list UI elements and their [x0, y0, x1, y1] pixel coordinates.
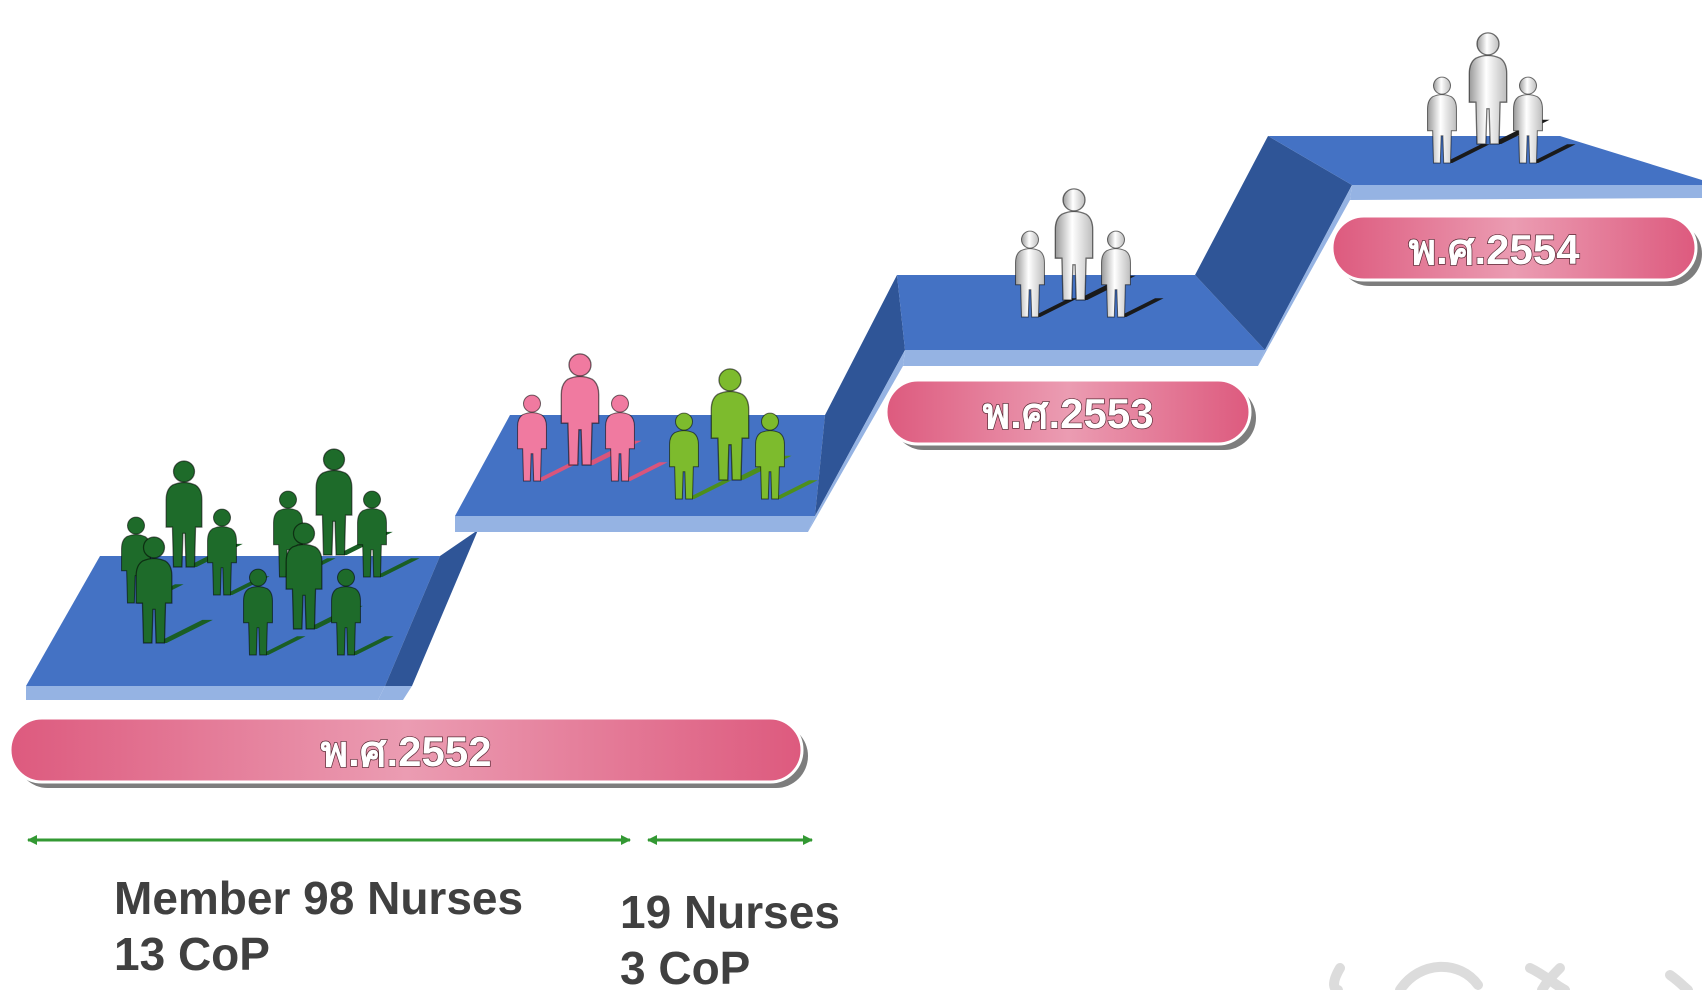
- platform-step-3-front: [903, 350, 1265, 366]
- person-2552-6: [315, 448, 393, 556]
- riser-1-edge: [378, 686, 412, 700]
- decorative-watermark: [1329, 961, 1693, 990]
- person-2555-3: [1513, 76, 1576, 164]
- year-label-2554: พ.ศ.2554: [1408, 226, 1580, 273]
- person-2554-3: [1101, 230, 1164, 318]
- platform-step-4: [1268, 136, 1702, 185]
- platform-step-1-front: [26, 686, 385, 700]
- person-2552-10: [331, 568, 394, 656]
- person-2552-4: [135, 536, 213, 644]
- person-2555-1: [1427, 76, 1490, 164]
- year-banner-2552: พ.ศ.2552: [8, 716, 808, 788]
- staircase: [26, 136, 1702, 700]
- person-2552-8: [243, 568, 306, 656]
- platform-step-4-front: [1350, 185, 1702, 200]
- stats-2553: 19 Nurses 3 CoP: [620, 884, 840, 996]
- person-2553-pink-3: [605, 394, 668, 482]
- stats-2553-cop: 3 CoP: [620, 942, 751, 994]
- year-banner-2554: พ.ศ.2554: [1330, 214, 1702, 286]
- person-2553-green-3: [755, 412, 818, 500]
- year-banner-2553: พ.ศ.2553: [884, 378, 1256, 450]
- stats-2552-members: Member 98 Nurses: [114, 872, 524, 924]
- person-2554-1: [1015, 230, 1078, 318]
- year-label-2553: พ.ศ.2553: [982, 390, 1153, 437]
- riser-1: [385, 530, 478, 686]
- stats-2552-cop: 13 CoP: [114, 928, 270, 980]
- riser-2: [815, 275, 905, 516]
- platform-step-2-front: [455, 516, 815, 532]
- riser-2-edge: [808, 350, 905, 532]
- platform-step-3: [897, 275, 1265, 350]
- person-2553-pink-1: [517, 394, 580, 482]
- riser-3-edge: [1258, 185, 1352, 366]
- riser-3: [1195, 136, 1352, 350]
- person-2553-green-1: [669, 412, 732, 500]
- people-figures: [121, 32, 1576, 656]
- person-2552-7: [357, 490, 420, 578]
- stats-2553-members: 19 Nurses: [620, 886, 840, 938]
- stats-2552: Member 98 Nurses 13 CoP: [114, 870, 523, 982]
- year-label-2552: พ.ศ.2552: [320, 728, 491, 775]
